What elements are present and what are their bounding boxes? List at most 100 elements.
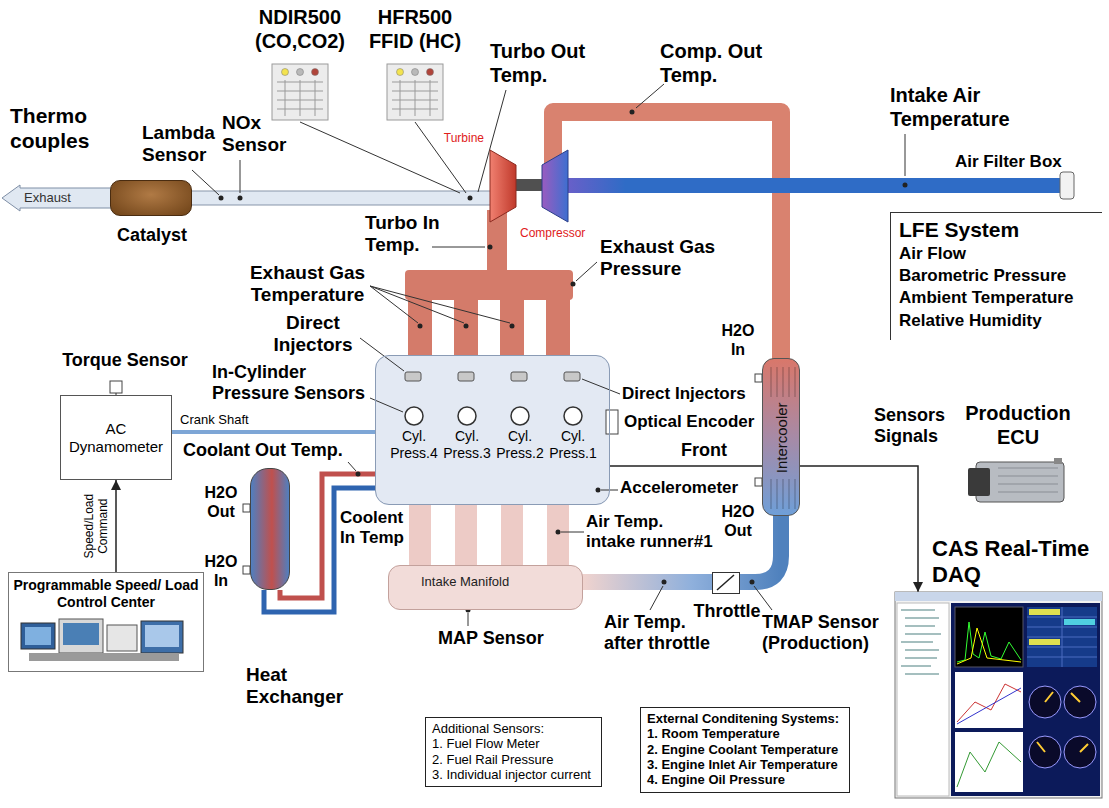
compressor-shape	[542, 150, 568, 222]
control-center-shape	[145, 625, 179, 647]
gas-analyzer-shape	[392, 80, 438, 116]
dynamometer-box-text: AC Dynamometer	[65, 420, 167, 455]
daq-screenshot-shape	[897, 603, 949, 796]
intake-runners	[409, 503, 569, 567]
cylinder-pressure-sensor: Cyl. Press.4	[388, 406, 440, 462]
optical-encoder	[606, 410, 618, 434]
exhaust-arrow-shape	[2, 185, 112, 211]
gas-analyzer-shape	[397, 69, 404, 76]
cylinder-pressure-sensor: Cyl. Press.1	[547, 406, 599, 462]
sensor-dot	[356, 472, 361, 477]
dynamometer-box: AC Dynamometer	[60, 395, 172, 480]
optical-encoder	[606, 410, 618, 434]
daq-screenshot-shape	[957, 622, 1021, 662]
cylinder-pressure-sensor-text: Cyl. Press.2	[494, 428, 546, 461]
production-ecu-text: Production ECU	[958, 402, 1078, 449]
turbine-shape	[490, 150, 516, 222]
callout-label: Turbo Out Temp.	[490, 40, 600, 87]
sensor-port	[755, 478, 762, 486]
notes-box-text: 3. Individual injector current	[432, 767, 591, 782]
cylinder-pressure-sensor: Cyl. Press.2	[494, 406, 546, 462]
sensor-port	[243, 504, 250, 512]
callout-label: Direct Injectors	[268, 312, 358, 357]
intake-air-pipe	[1060, 172, 1074, 199]
daq-screenshot-shape	[957, 628, 1021, 664]
callout-label: Intake Air Temperature	[890, 84, 1055, 131]
lfe-system-panel-text: Relative Humidity	[899, 310, 1098, 332]
daq-screenshot: CAS Real-Time DAQ	[895, 592, 1102, 798]
callout-label: Accelerometer	[620, 478, 755, 498]
callout-label: Direct Injectors	[622, 384, 757, 404]
callout-label: Coolant Out Temp.	[183, 440, 358, 461]
connector-label: Speed/Load Command	[82, 488, 110, 564]
throttle: Throttle	[712, 572, 740, 594]
compressor-shape	[542, 150, 568, 222]
daq-screenshot-shape	[1064, 619, 1095, 625]
catalyst-text: Catalyst	[107, 225, 197, 246]
leader-line	[650, 586, 663, 610]
control-center-shape	[107, 625, 137, 651]
exhaust-manifold	[454, 296, 478, 356]
gas-analyzer: HFR500 FFID (HC)	[360, 6, 470, 122]
cylinder-pressure-sensor-shape	[458, 407, 476, 425]
leader-line	[468, 613, 469, 626]
exhaust-manifold	[546, 296, 570, 356]
notes-box-text: 2. Fuel Rail Pressure	[432, 752, 591, 767]
callout-label: MAP Sensor	[438, 628, 558, 649]
cylinder-pressure-sensor-text: Cyl. Press.1	[547, 428, 599, 461]
intake-manifold: Intake Manifold	[388, 565, 583, 610]
engine-block-text: Front	[681, 440, 741, 461]
intake-runners	[501, 503, 523, 567]
notes-box-text: Additional Sensors:	[432, 721, 591, 736]
exhaust-manifold	[408, 296, 432, 356]
leader-line	[116, 84, 905, 626]
cylinder-pressure-sensor-shape	[405, 407, 423, 425]
direct-injector	[405, 372, 580, 381]
control-center-shape	[63, 623, 99, 645]
gas-analyzer-shape	[427, 69, 434, 76]
connector-label: Sensors Signals	[874, 405, 954, 447]
arrow-head	[111, 480, 121, 490]
leader-line	[300, 122, 460, 193]
leader-line	[905, 134, 906, 176]
daq-screenshot-shape	[895, 592, 1102, 798]
leader-line	[370, 286, 418, 323]
callout-label: H2O Out	[200, 484, 242, 522]
turbine-text: Turbine	[440, 131, 484, 145]
notes-box-text: External Conditening Systems:	[647, 711, 839, 726]
gas-analyzer-shape	[312, 69, 319, 76]
cylinder-pressure-sensor: Cyl. Press.3	[441, 406, 493, 462]
lfe-system-panel-text: LFE System	[899, 217, 1098, 243]
leader-line	[561, 532, 584, 533]
engine-block-fill	[375, 355, 610, 505]
callout-label: NOx Sensor	[222, 112, 302, 157]
leader-line	[582, 379, 620, 394]
daq-screenshot-shape	[957, 684, 1021, 722]
turbo-shaft	[514, 179, 544, 191]
sensor-dot	[464, 324, 469, 329]
callout-label: Air Temp. intake runner#1	[586, 512, 716, 552]
sensor-dot	[238, 196, 243, 201]
intake-runners	[547, 503, 569, 567]
cylinder-pressure-sensor-text: Cyl. Press.4	[388, 428, 440, 461]
leader-line	[192, 170, 219, 195]
daq-screenshot-shape	[895, 592, 1102, 798]
leader-line	[240, 160, 241, 193]
callout-label: Thermo couples	[10, 104, 110, 154]
sensor-dot	[662, 580, 667, 585]
direct-injector	[564, 372, 580, 381]
direct-injector	[405, 372, 421, 381]
connector-line	[115, 480, 117, 572]
sensor-port	[243, 566, 250, 574]
sensor-dot	[596, 488, 601, 493]
intercooler-shape	[771, 367, 795, 509]
sensor-dot	[750, 580, 755, 585]
connector	[111, 480, 121, 572]
control-center-text: Programmable Speed/ Load Control Center	[13, 577, 199, 610]
notes-box-text: 2. Engine Coolant Temperature	[647, 742, 839, 757]
direct-injector	[458, 372, 474, 381]
gas-analyzer: NDIR500 (CO,CO2)	[245, 6, 355, 122]
daq-screenshot-shape	[895, 592, 1102, 601]
gas-analyzer-shape	[282, 69, 289, 76]
